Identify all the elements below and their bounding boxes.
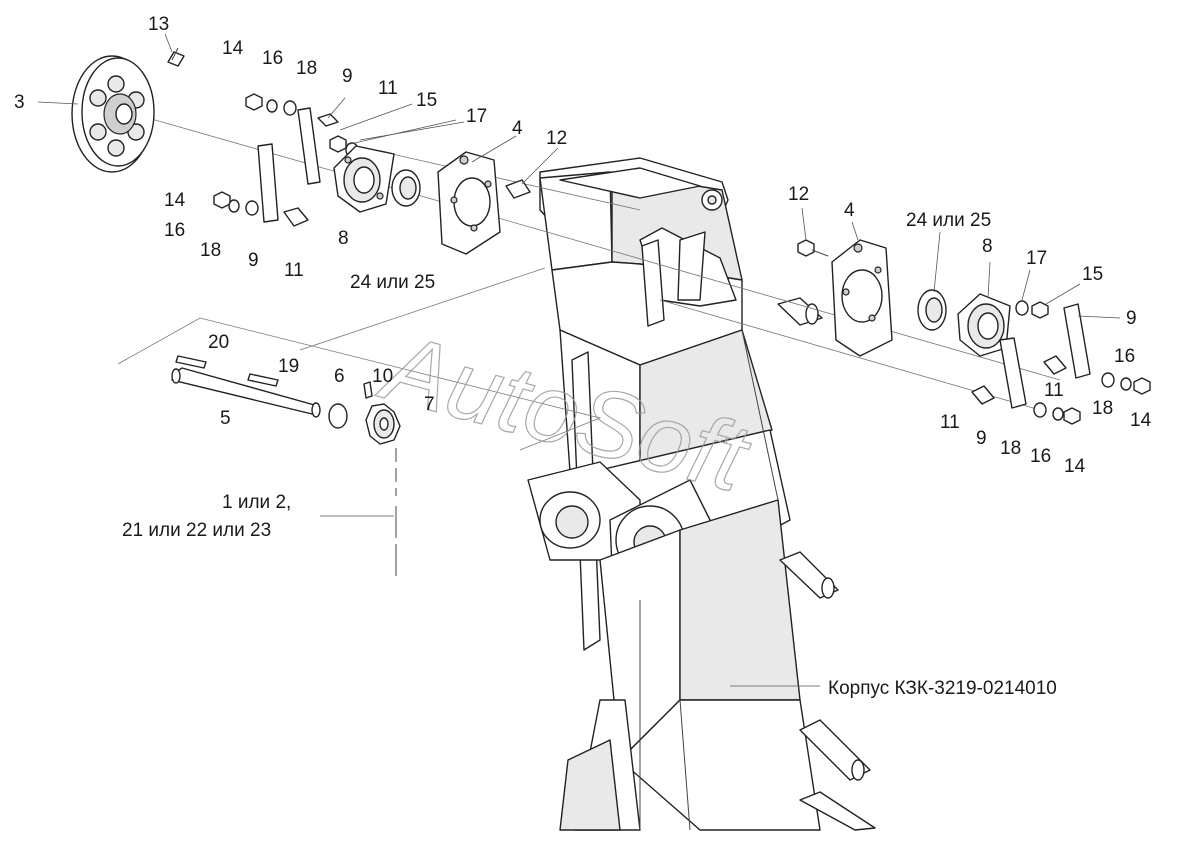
- group-label-line2: 21 или 22 или 23: [122, 520, 271, 541]
- leader-lines: [37, 33, 1121, 687]
- shaft-subassembly: [171, 355, 401, 578]
- callout-9: 9: [342, 66, 353, 87]
- callout-4: 4: [844, 200, 855, 221]
- callout-11: 11: [378, 78, 398, 99]
- callout-10: 10: [372, 366, 393, 387]
- body-label: Корпус КЗК-3219-0214010: [828, 678, 1057, 699]
- callout-12: 12: [546, 128, 567, 149]
- callout-15: 15: [1082, 264, 1103, 285]
- callout-16: 16: [1030, 446, 1051, 467]
- callout-9: 9: [248, 250, 259, 271]
- callout-6: 6: [334, 366, 345, 387]
- callout-15: 15: [416, 90, 437, 111]
- callout-11: 11: [1044, 380, 1064, 401]
- callout-17: 17: [466, 106, 487, 127]
- callout-16: 16: [1114, 346, 1135, 367]
- callout-8: 8: [982, 236, 993, 257]
- callout-9: 9: [1126, 308, 1137, 329]
- callout-24-or-25: 24 или 25: [906, 210, 991, 231]
- callout-4: 4: [512, 118, 523, 139]
- callout-20: 20: [208, 332, 229, 353]
- callout-13: 13: [148, 14, 169, 35]
- callout-18: 18: [1000, 438, 1021, 459]
- callout-24-or-25: 24 или 25: [350, 272, 435, 293]
- callout-11: 11: [284, 260, 304, 281]
- left-assembly: [71, 47, 531, 255]
- callout-16: 16: [164, 220, 185, 241]
- housing-body: [527, 157, 876, 831]
- callout-14: 14: [1064, 456, 1086, 477]
- right-assembly: [797, 239, 1151, 425]
- callout-9: 9: [976, 428, 987, 449]
- group-label-line1: 1 или 2,: [222, 492, 291, 513]
- callout-18: 18: [1092, 398, 1113, 419]
- callout-14: 14: [164, 190, 186, 211]
- callout-labels: 13 14 16 18 9 11 15 17 4 12 3 14 16 18 9…: [14, 14, 1152, 699]
- callout-19: 19: [278, 356, 299, 377]
- callout-14: 14: [1130, 410, 1152, 431]
- callout-8: 8: [338, 228, 349, 249]
- callout-14: 14: [222, 38, 244, 59]
- callout-18: 18: [200, 240, 221, 261]
- callout-12: 12: [788, 184, 809, 205]
- callout-11: 11: [940, 412, 960, 433]
- callout-7: 7: [424, 394, 435, 415]
- callout-16: 16: [262, 48, 283, 69]
- callout-17: 17: [1026, 248, 1047, 269]
- callout-5: 5: [220, 408, 231, 429]
- callout-18: 18: [296, 58, 317, 79]
- callout-3: 3: [14, 92, 25, 113]
